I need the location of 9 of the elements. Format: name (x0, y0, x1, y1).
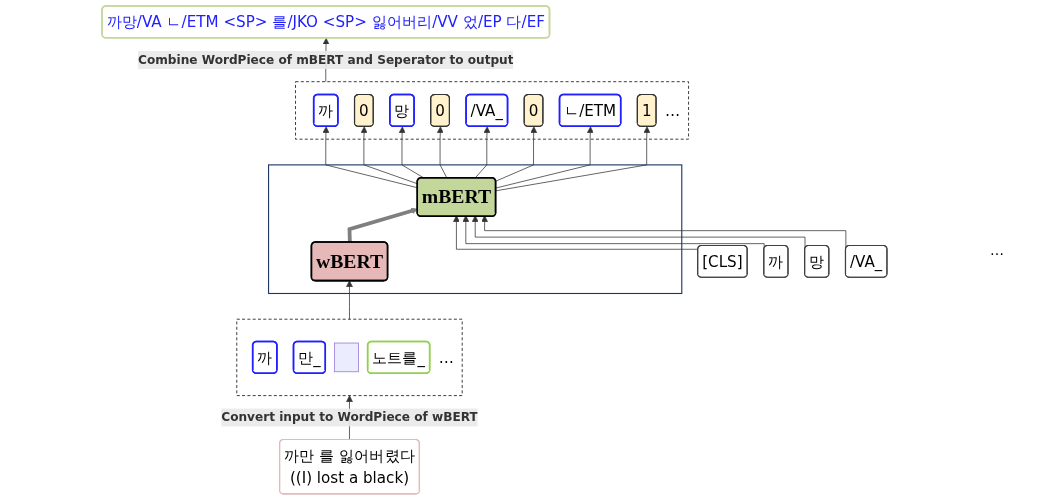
node-text: … (665, 101, 681, 120)
node-text: … (439, 348, 455, 367)
cluster (268, 164, 683, 295)
edge-label: Combine WordPiece of mBERT and Seperator to output (138, 52, 514, 67)
cluster (295, 81, 690, 140)
cluster (236, 318, 464, 396)
node-box (334, 342, 360, 373)
note-text: … (990, 242, 1005, 258)
edge-label: Convert input to WordPiece of wBERT (221, 409, 479, 425)
